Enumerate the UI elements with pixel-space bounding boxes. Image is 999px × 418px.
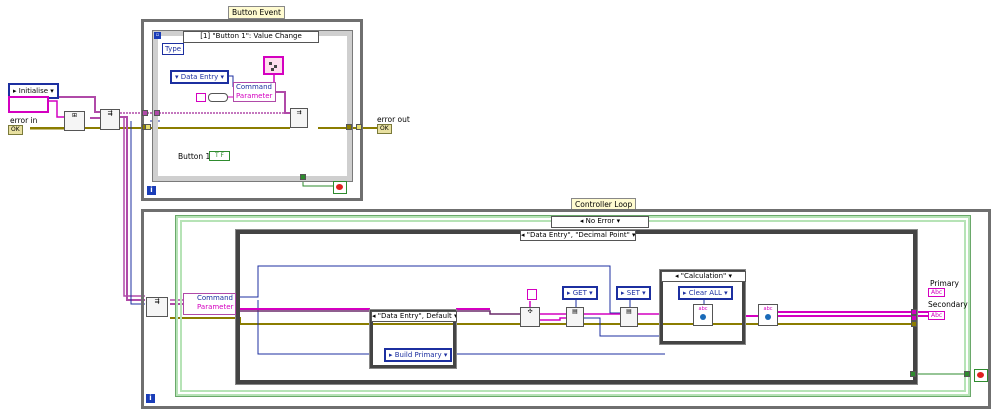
bundle-by-name-node[interactable]: Command Parameter	[233, 82, 276, 102]
right-tunnel-1	[911, 309, 917, 315]
get-enum[interactable]: ▸ GET ▾	[562, 286, 598, 300]
stop-icon[interactable]	[333, 181, 347, 194]
controller-stop-tunnel	[964, 371, 970, 377]
bundle-parameter-field: Parameter	[236, 92, 273, 100]
event-timeout-icon: ▫	[154, 32, 161, 39]
right-tunnel-3	[911, 321, 917, 327]
calculation-selector[interactable]: ◂ "Calculation" ▾	[661, 271, 746, 282]
event-left-tunnel-4	[145, 124, 151, 130]
controller-stop-icon[interactable]	[974, 369, 988, 382]
button1-terminal[interactable]: T F	[209, 151, 230, 161]
initialise-constant-box	[8, 96, 49, 113]
secondary-indicator: Abc	[928, 311, 946, 320]
stop-condition-tunnel	[910, 371, 916, 377]
string-constant[interactable]	[527, 289, 537, 300]
cluster-constant-icon[interactable]	[263, 56, 284, 75]
default-case-selector[interactable]: ◂ "Data Entry", Default ▾	[371, 311, 457, 322]
abc-subvi-text: abc	[698, 306, 708, 312]
data-entry-enum[interactable]: ▾ Data Entry ▾	[170, 70, 230, 84]
get-subvi-node[interactable]: ▤	[566, 307, 584, 327]
abc-output-subvi-node[interactable]: abc	[758, 304, 778, 326]
button1-label: Button 1	[178, 152, 211, 161]
event-case-selector[interactable]: [1] "Button 1": Value Change	[183, 31, 319, 43]
unbundle-by-name-node[interactable]: Command Parameter	[183, 293, 236, 315]
event-right-tunnel	[356, 124, 362, 130]
primary-label: Primary	[930, 279, 959, 288]
event-left-tunnel-1	[142, 110, 148, 116]
error-out-indicator: OK	[377, 124, 392, 134]
loop-iteration-icon: i	[146, 394, 155, 403]
unbundle-command-field: Command	[197, 294, 233, 302]
empty-string-constant[interactable]	[196, 93, 206, 102]
loop-condition-tunnel	[300, 174, 306, 180]
error-out-label: error out	[377, 115, 410, 124]
abc-subvi-node[interactable]: abc	[693, 304, 713, 326]
abc-output-text: abc	[763, 306, 773, 312]
unbundle-parameter-field: Parameter	[197, 303, 234, 311]
data-entry-selector[interactable]: ◂ "Data Entry", "Decimal Point" ▾	[520, 230, 636, 241]
dequeue-node[interactable]: ⇶	[146, 297, 168, 317]
event-left-tunnel-3	[154, 110, 160, 116]
enqueue-node[interactable]: ⇉	[290, 108, 308, 128]
set-subvi-node[interactable]: ▤	[620, 307, 638, 327]
error-in-control[interactable]: OK	[8, 125, 23, 135]
build-primary-enum[interactable]: ▸ Build Primary ▾	[384, 348, 453, 362]
no-error-selector[interactable]: ◂ No Error ▾	[551, 216, 649, 228]
controller-while-loop[interactable]	[141, 209, 991, 409]
set-enum[interactable]: ▸ SET ▾	[616, 286, 651, 300]
primary-indicator: Abc	[928, 288, 946, 297]
secondary-label: Secondary	[928, 300, 968, 309]
right-tunnel-2	[911, 315, 917, 321]
init-queue-node[interactable]: ⊞	[64, 111, 85, 131]
clear-all-enum[interactable]: ▸ Clear ALL ▾	[678, 286, 733, 300]
property-node[interactable]: ✣	[520, 307, 540, 327]
button-event-title: Button Event	[228, 6, 285, 19]
error-in-label: error in	[10, 116, 38, 125]
type-node: Type	[162, 43, 185, 55]
event-right-tunnel-2	[346, 124, 352, 130]
bundle-command-field: Command	[236, 83, 272, 91]
string-function-node[interactable]	[208, 93, 228, 102]
obtain-queue-node[interactable]: ⇶	[100, 109, 120, 130]
info-icon: i	[147, 186, 156, 195]
